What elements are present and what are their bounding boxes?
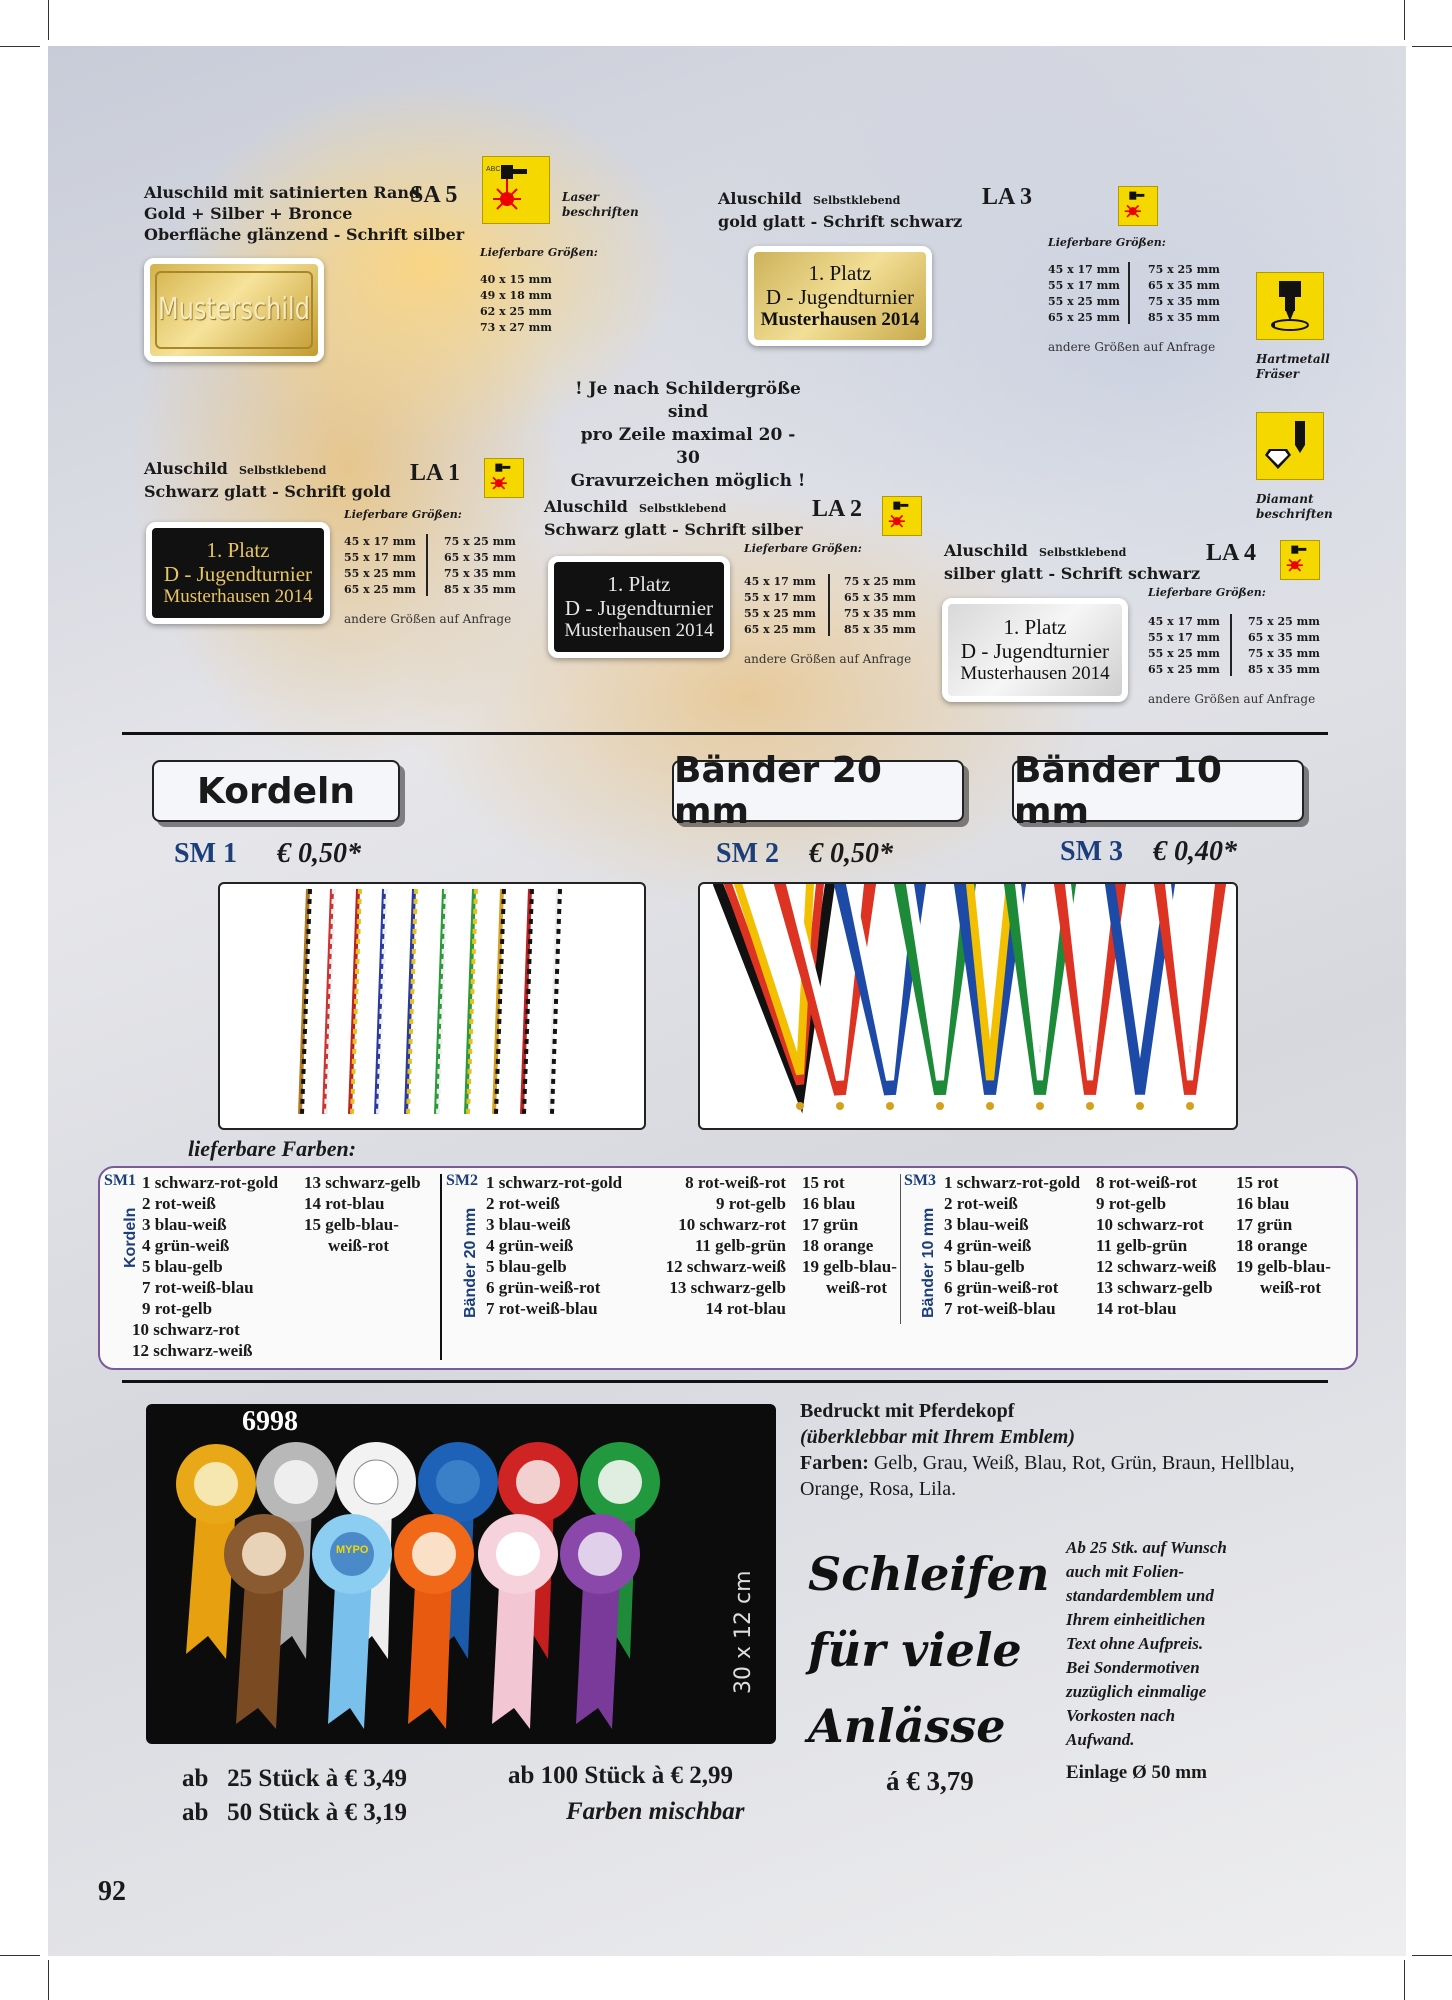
sm2-label: Bänder 20 mm <box>462 1207 479 1318</box>
laser-icon <box>882 496 922 536</box>
sizes-divider <box>828 574 830 636</box>
la3-description: Aluschild Selbstklebend gold glatt - Sch… <box>718 189 963 231</box>
sa5-code: SA 5 <box>410 182 458 208</box>
crop-mark <box>1412 1955 1452 1956</box>
section-divider <box>122 732 1328 735</box>
category-baender-20mm: Bänder 20 mm <box>672 750 964 832</box>
rosette-single-price: á € 3,79 <box>886 1766 974 1796</box>
crop-mark <box>1404 0 1405 40</box>
la1-sample-plate: 1. Platz D - Jugendturnier Musterhausen … <box>146 522 330 624</box>
rosette-price-100: ab 100 Stück à € 2,99 <box>508 1762 734 1789</box>
sm1-price: SM 1€ 0,50* <box>174 838 361 869</box>
sm1-code: SM1 <box>104 1172 136 1189</box>
la4-sizes-title: Lieferbare Größen: <box>1148 586 1266 599</box>
la2-code: LA 2 <box>812 496 863 522</box>
rosette-article-number: 6998 <box>242 1406 298 1437</box>
sizes-divider <box>1128 262 1130 324</box>
la1-more-sizes: andere Größen auf Anfrage <box>344 612 512 626</box>
la4-more-sizes: andere Größen auf Anfrage <box>1148 692 1316 706</box>
column-divider <box>440 1174 442 1360</box>
milling-tool-icon <box>1256 272 1324 340</box>
kordeln-photo <box>218 882 646 1130</box>
category-baender-10mm: Bänder 10 mm <box>1012 750 1304 832</box>
crop-mark <box>48 1960 49 2000</box>
la2-more-sizes: andere Größen auf Anfrage <box>744 652 912 666</box>
la1-code: LA 1 <box>410 460 461 486</box>
rosette-badge: MYPO <box>336 1544 369 1556</box>
laser-icon: ABC <box>482 156 550 224</box>
sa5-sizes-title: Lieferbare Größen: <box>480 246 598 259</box>
la3-sizes-title: Lieferbare Größen: <box>1048 236 1166 249</box>
la3-code: LA 3 <box>982 184 1033 210</box>
column-divider <box>900 1174 901 1324</box>
laser-icon <box>1280 540 1320 580</box>
laser-icon <box>484 458 524 498</box>
rosette-title: Bedruckt mit Pferdekopf (überklebbar mit… <box>800 1400 1295 1500</box>
rosette-einlage: Einlage Ø 50 mm <box>1066 1762 1207 1783</box>
sizes-divider <box>426 534 428 596</box>
sm3-label: Bänder 10 mm <box>920 1207 937 1318</box>
la4-code: LA 4 <box>1206 540 1257 566</box>
rosette-price-tiers: ab 25 Stück à € 3,49 ab 50 Stück à € 3,1… <box>182 1765 408 1826</box>
crop-mark <box>1404 1960 1405 2000</box>
la2-sample-plate: 1. Platz D - Jugendturnier Musterhausen … <box>548 556 730 658</box>
page-number: 92 <box>98 1876 126 1907</box>
la2-description: Aluschild Selbstklebend Schwarz glatt - … <box>544 497 803 539</box>
svg-text:ABC: ABC <box>486 166 500 173</box>
sa5-sample-plate: Musterschild <box>144 258 324 362</box>
section-divider <box>122 1380 1328 1383</box>
sm2-price: SM 2€ 0,50* <box>716 838 893 869</box>
crop-mark <box>48 0 49 40</box>
sm1-label: Kordeln <box>122 1207 139 1268</box>
sizes-divider <box>1230 614 1232 676</box>
la3-more-sizes: andere Größen auf Anfrage <box>1048 340 1216 354</box>
category-kordeln: Kordeln <box>152 760 400 822</box>
sm2-code: SM2 <box>446 1172 478 1189</box>
crop-mark <box>0 1955 40 1956</box>
la3-sample-plate: 1. Platz D - Jugendturnier Musterhausen … <box>748 246 932 346</box>
la1-description: Aluschild Selbstklebend Schwarz glatt - … <box>144 459 391 501</box>
diamond-tool-icon <box>1256 412 1324 480</box>
rosette-mischbar: Farben mischbar <box>566 1798 745 1825</box>
la2-sizes-title: Lieferbare Größen: <box>744 542 862 555</box>
crop-mark <box>1412 46 1452 47</box>
sm3-price: SM 3€ 0,40* <box>1060 836 1237 867</box>
baender-photo <box>698 882 1238 1130</box>
la4-sample-plate: 1. Platz D - Jugendturnier Musterhausen … <box>942 598 1128 702</box>
rosette-size: 30 x 12 cm <box>731 1570 756 1694</box>
rosettes-photo: 6998 MYPO 30 x 12 cm <box>146 1404 776 1744</box>
rosette-script: Schleifen für viele Anlässe <box>808 1547 1050 1753</box>
la1-sizes-title: Lieferbare Größen: <box>344 508 462 521</box>
la4-description: Aluschild Selbstklebend silber glatt - S… <box>944 541 1201 583</box>
colors-title: lieferbare Farben: <box>188 1136 357 1161</box>
sm3-code: SM3 <box>904 1172 936 1189</box>
laser-icon <box>1118 186 1158 226</box>
crop-mark <box>0 46 40 47</box>
